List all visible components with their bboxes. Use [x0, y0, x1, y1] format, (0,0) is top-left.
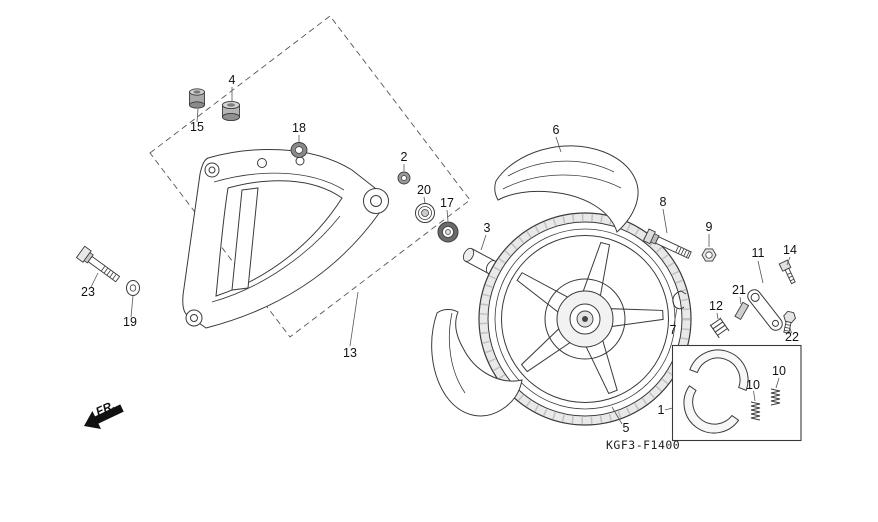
shoe-spring-a — [750, 401, 761, 421]
oil-seal-part-17 — [437, 221, 459, 243]
washer-part-19 — [126, 280, 140, 296]
cap-part-2 — [397, 171, 411, 185]
brake-shoe-kit-box — [671, 344, 802, 442]
swingarm-cross-brace — [231, 187, 259, 291]
clip-part-7 — [672, 290, 687, 310]
rear-fender-lower-piece — [431, 309, 523, 417]
rear-fender-upper-piece — [494, 145, 639, 233]
shoe-spring-b — [770, 388, 781, 406]
part-label-3: 3 — [484, 221, 491, 235]
part-label-4: 4 — [229, 73, 236, 87]
part-label-11: 11 — [752, 246, 765, 260]
part-label-14: 14 — [783, 243, 797, 257]
pivot-bolt-part-23 — [75, 245, 121, 283]
part-label-13: 13 — [343, 346, 357, 360]
bearing-part-20 — [415, 203, 435, 223]
brake-shoe-lower — [683, 385, 740, 434]
part-label-7: 7 — [670, 323, 677, 337]
part-label-15: 15 — [190, 120, 204, 134]
axle-nut-part-9 — [701, 248, 717, 262]
wheel-spokes — [516, 241, 664, 395]
brake-arm-part-11 — [747, 289, 783, 331]
diagram-code: KGF3-F1400 — [606, 438, 680, 452]
bolt-part-14 — [778, 259, 796, 285]
brake-shoe-upper — [689, 349, 749, 391]
part-label-23: 23 — [81, 285, 95, 299]
part-label-9: 9 — [706, 220, 713, 234]
rear-wheel-drawing — [478, 212, 692, 426]
part-label-17: 17 — [440, 196, 454, 210]
part-label-21: 21 — [732, 283, 746, 297]
fr-direction-indicator: FR. — [84, 398, 124, 429]
part-label-19: 19 — [123, 315, 137, 329]
part-label-10-a: 10 — [746, 378, 760, 392]
leader-lines — [90, 87, 792, 425]
part-labels: 15 4 18 2 20 17 3 6 8 9 11 14 21 12 22 7… — [81, 73, 799, 435]
pivot-nut-part-15 — [189, 88, 205, 109]
part-label-2: 2 — [401, 150, 408, 164]
pin-part-21 — [734, 301, 750, 321]
part-label-18: 18 — [292, 121, 306, 135]
swingarm-drawing — [182, 149, 389, 329]
part-label-20: 20 — [417, 183, 431, 197]
wheel-hub — [544, 278, 626, 360]
rear-axle-part-8 — [642, 228, 692, 259]
pivot-bushing-part-4 — [222, 100, 240, 122]
dust-seal-part-18 — [290, 142, 308, 158]
part-label-8: 8 — [660, 195, 667, 209]
spring-part-12 — [709, 317, 730, 339]
bolt-part-22 — [783, 310, 797, 334]
fr-arrow-icon — [84, 404, 124, 429]
part-label-12: 12 — [709, 299, 723, 313]
part-label-22: 22 — [785, 330, 799, 344]
part-label-10-b: 10 — [772, 364, 786, 378]
part-label-1: 1 — [658, 403, 665, 417]
part-label-6: 6 — [553, 123, 560, 137]
part-label-5: 5 — [623, 421, 630, 435]
